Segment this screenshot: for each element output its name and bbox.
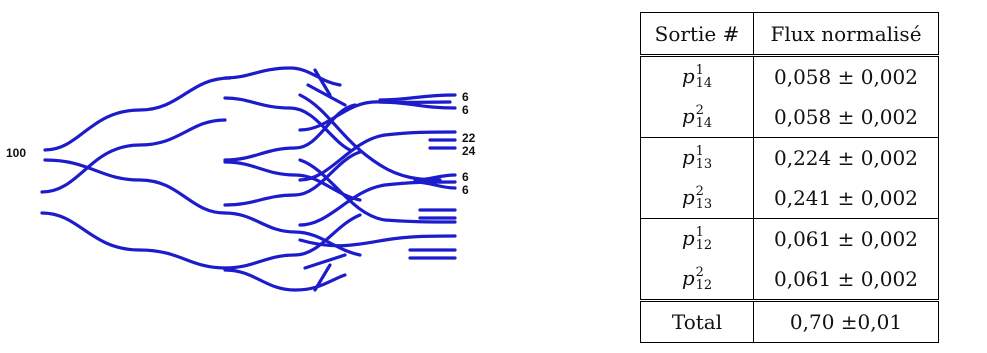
- coupler-d2: [223, 268, 347, 292]
- output-line-2: [378, 100, 457, 110]
- total-label: Total: [640, 299, 754, 343]
- coupler-a: [223, 66, 342, 87]
- output-superscript: 2: [695, 184, 704, 200]
- output-symbol: p: [681, 63, 695, 88]
- flux-value-cell: 0,061 ± 0,002: [753, 259, 939, 301]
- coupler-d: [223, 213, 362, 270]
- output-superscript: 1: [695, 225, 704, 241]
- table-header-row: Sortie # Flux normalisé: [640, 12, 939, 57]
- output-label-6: 6: [462, 183, 469, 197]
- flux-value-cell: 0,241 ± 0,002: [753, 178, 939, 219]
- flux-value-cell: 0,224 ± 0,002: [753, 137, 939, 178]
- output-line-1: [378, 93, 457, 102]
- flux-value-cell: 0,061 ± 0,002: [753, 218, 939, 259]
- output-label-2: 6: [462, 103, 469, 117]
- output-label-1: 6: [462, 90, 469, 104]
- output-line-5: [413, 173, 457, 182]
- total-value: 0,70 ±0,01: [753, 299, 939, 343]
- output-symbol: p: [681, 103, 695, 128]
- coupler-c: [223, 150, 362, 207]
- table-total-row: Total 0,70 ±0,01: [640, 299, 939, 343]
- output-symbol: p: [681, 144, 695, 169]
- crossbar-4: [313, 263, 332, 292]
- coupler-c2: [223, 211, 362, 257]
- output-subscript: 14: [695, 116, 713, 132]
- input-waveguide-4: [40, 118, 227, 194]
- crossbar-2: [313, 68, 332, 97]
- output-subscript: 13: [695, 197, 713, 213]
- output-symbol: p: [681, 265, 695, 290]
- output-symbol: p: [681, 184, 695, 209]
- flux-value-cell: 0,058 ± 0,002: [753, 97, 939, 138]
- output-subscript: 12: [695, 238, 713, 254]
- output-line-6: [413, 180, 457, 190]
- input-waveguide-1: [43, 76, 232, 152]
- output-superscript: 1: [695, 144, 704, 160]
- output-label-3: 22: [462, 131, 476, 145]
- header-flux: Flux normalisé: [753, 12, 939, 57]
- input-label: 100: [6, 146, 26, 160]
- output-label-4: 24: [462, 144, 476, 158]
- flux-value-cell: 0,058 ± 0,002: [753, 55, 939, 97]
- input-waveguide-3: [40, 211, 227, 270]
- crossing-1: [298, 93, 442, 182]
- output-subscript: 12: [695, 278, 713, 294]
- crossbar-3: [303, 253, 347, 270]
- waveguide-network-svg: 100 6 6 22 24 6 6: [6, 66, 476, 292]
- output-label-5: 6: [462, 170, 469, 184]
- coupler-b: [223, 103, 357, 162]
- input-waveguide-2: [43, 158, 227, 215]
- output-superscript: 1: [695, 63, 704, 79]
- crossing-6: [298, 234, 457, 248]
- output-subscript: 14: [695, 76, 713, 92]
- header-sortie: Sortie #: [640, 12, 754, 57]
- waveguide-paths: [40, 66, 457, 292]
- output-superscript: 2: [695, 103, 704, 119]
- coupler-a2: [223, 96, 352, 152]
- crossing-4: [298, 158, 457, 224]
- waveguide-diagram: 100 6 6 22 24 6 6: [6, 66, 476, 292]
- output-symbol: p: [681, 225, 695, 250]
- crossing-5: [298, 180, 457, 227]
- output-subscript: 13: [695, 157, 713, 173]
- crossbar-1: [306, 83, 347, 107]
- output-superscript: 2: [695, 265, 704, 281]
